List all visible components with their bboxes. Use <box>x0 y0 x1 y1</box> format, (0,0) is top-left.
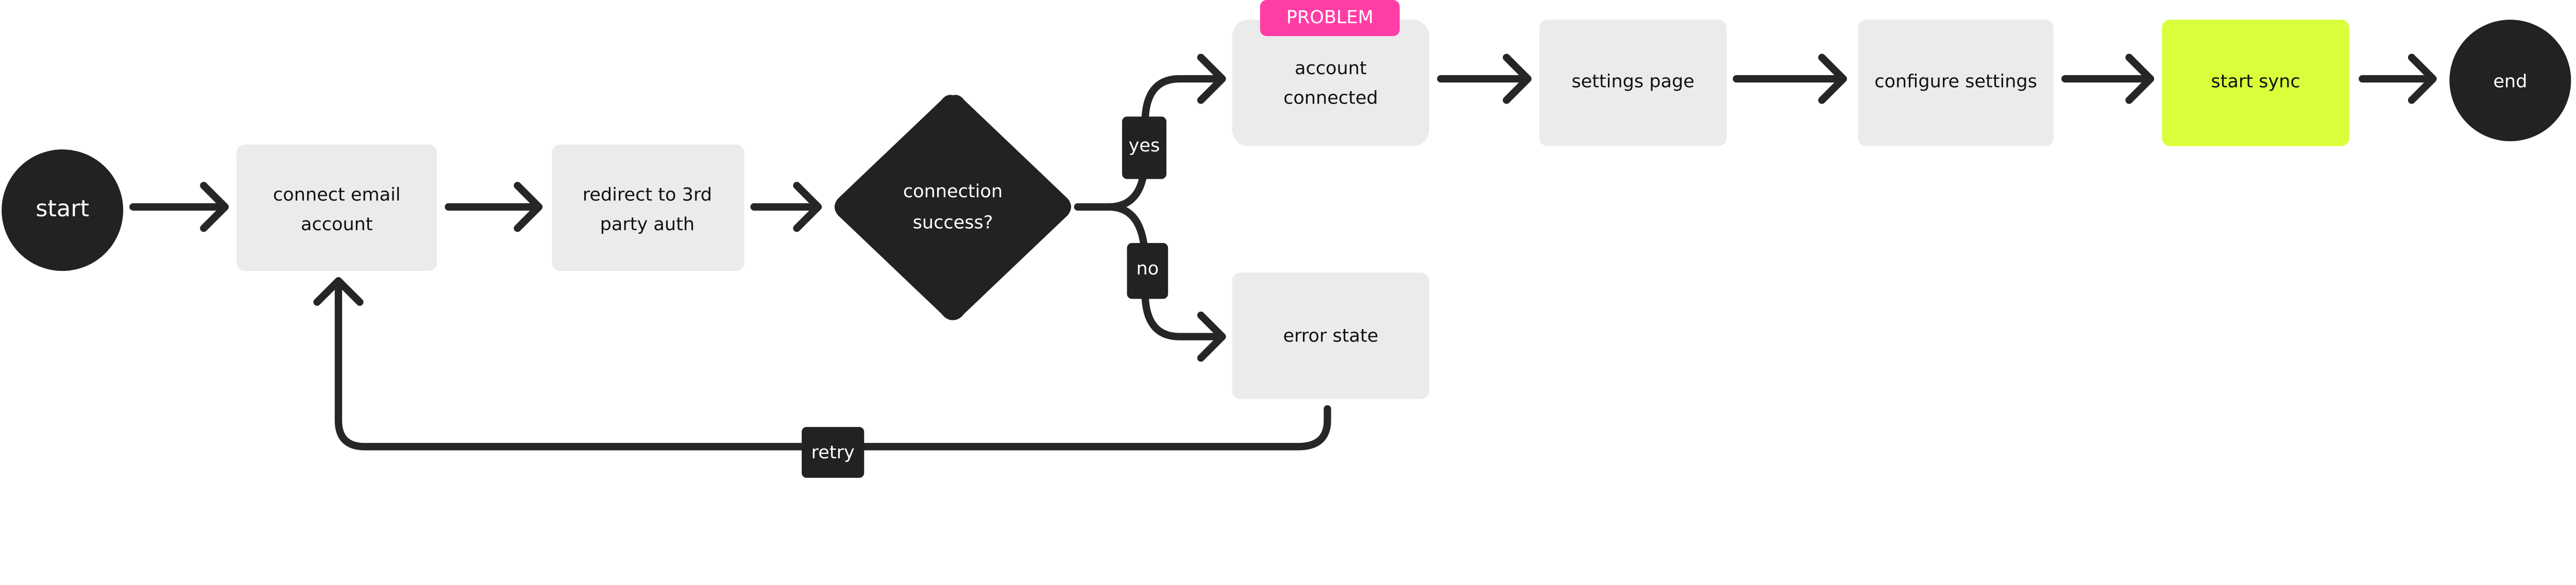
svg-text:party auth: party auth <box>600 214 694 235</box>
svg-text:start sync: start sync <box>2211 71 2300 92</box>
svg-text:redirect to 3rd: redirect to 3rd <box>583 184 712 205</box>
svg-text:connected: connected <box>1283 87 1378 108</box>
account-connected-node: account connected <box>1232 20 1430 146</box>
end-label: end <box>2493 71 2527 92</box>
start-sync-label: start sync <box>2211 71 2300 92</box>
retry-loop <box>313 277 1331 451</box>
settings-page-label: settings page <box>1571 71 1694 92</box>
decision-node: connection success? <box>834 95 1072 320</box>
connectors <box>129 54 2437 451</box>
arrow-redirect-to-decision <box>750 182 822 232</box>
arrow-connected-to-settings <box>1437 54 1532 104</box>
redirect-node: redirect to 3rd party auth <box>552 144 744 271</box>
arrow-configure-to-sync <box>2061 54 2155 104</box>
svg-text:connect email: connect email <box>273 184 401 205</box>
svg-text:connection: connection <box>903 181 1003 202</box>
arrow-settings-to-configure <box>1733 54 1847 104</box>
yes-text: yes <box>1129 135 1160 156</box>
svg-text:account: account <box>1295 58 1367 79</box>
configure-settings-node: configure settings <box>1858 20 2054 146</box>
no-text: no <box>1136 258 1159 279</box>
account-connected-label-1: account <box>1295 58 1367 79</box>
arrow-connect-to-redirect <box>445 182 543 232</box>
arrow-start-to-connect <box>129 182 229 232</box>
account-connected-label-2: connected <box>1283 87 1378 108</box>
start-sync-node: start sync <box>2162 20 2349 146</box>
redirect-label-2: party auth <box>600 214 694 235</box>
redirect-label-1: redirect to 3rd <box>583 184 712 205</box>
problem-badge-text: PROBLEM <box>1286 7 1374 28</box>
connect-email-label-1: connect email <box>273 184 401 205</box>
svg-text:success?: success? <box>913 212 993 233</box>
arrow-sync-to-end <box>2359 54 2437 104</box>
problem-badge: PROBLEM <box>1260 0 1400 37</box>
decision-label-1: connection <box>903 181 1003 202</box>
yes-label: yes <box>1122 116 1166 179</box>
no-label: no <box>1127 243 1168 299</box>
connect-email-node: connect email account <box>236 144 437 271</box>
start-label: start <box>36 195 89 222</box>
decision-label-2: success? <box>913 212 993 233</box>
connect-email-label-2: account <box>301 214 373 235</box>
retry-text: retry <box>811 442 855 463</box>
settings-page-node: settings page <box>1539 20 1727 146</box>
flowchart: start connect email account redirect to … <box>2 0 2571 478</box>
error-state-node: error state <box>1232 272 1430 399</box>
error-state-label: error state <box>1283 325 1378 347</box>
configure-settings-label: configure settings <box>1874 71 2037 92</box>
end-node: end <box>2449 20 2571 142</box>
start-node: start <box>2 149 124 271</box>
svg-text:account: account <box>301 214 373 235</box>
retry-label: retry <box>802 427 865 478</box>
